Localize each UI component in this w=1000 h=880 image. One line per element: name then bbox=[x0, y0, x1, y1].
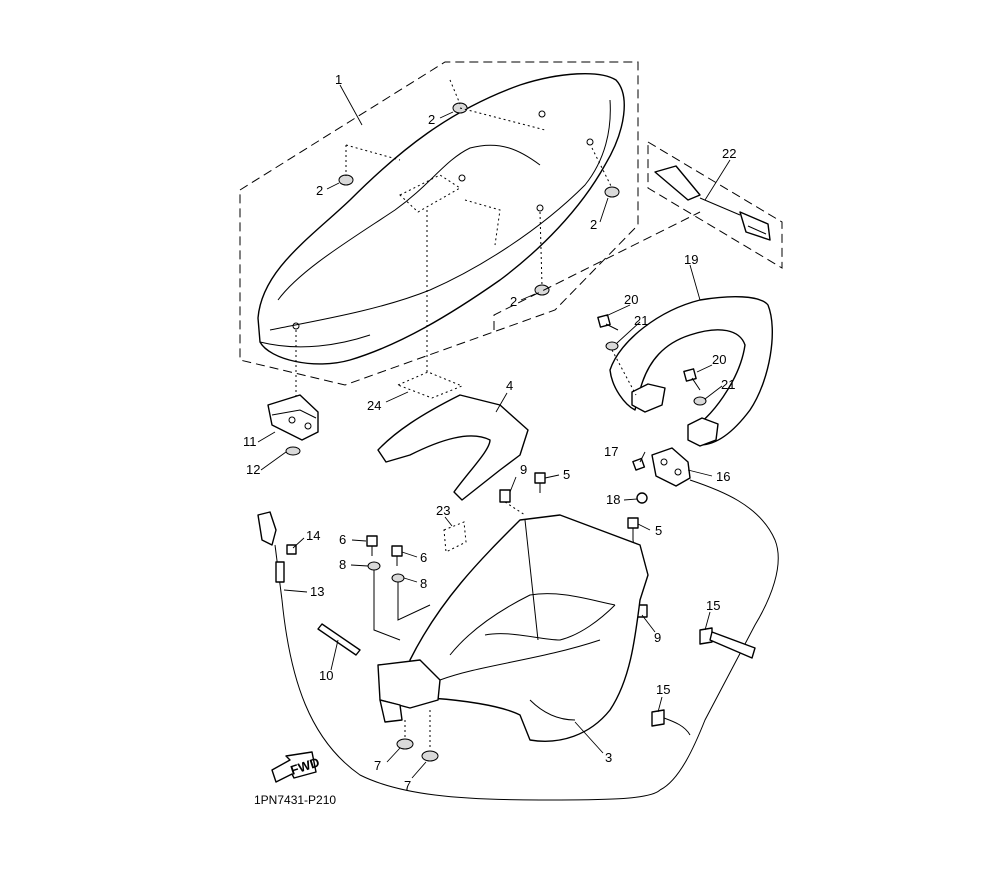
box-hinge-block bbox=[377, 659, 441, 723]
washer-c bbox=[605, 341, 637, 396]
callout-bolt-f: 20 bbox=[624, 292, 638, 307]
callout-damper-a: 2 bbox=[428, 112, 435, 127]
callout-hinge: 11 bbox=[243, 434, 257, 449]
callout-grommet-b: 7 bbox=[404, 778, 411, 793]
callout-tool-kit: 22 bbox=[722, 146, 736, 161]
callout-bolt-d: 6 bbox=[420, 550, 427, 565]
callout-washer-d: 21 bbox=[721, 377, 735, 392]
callout-washer-a: 8 bbox=[339, 557, 346, 572]
callout-screw: 14 bbox=[306, 528, 320, 543]
callout-grommet-a: 7 bbox=[374, 758, 381, 773]
bolt-d bbox=[391, 545, 403, 566]
callout-lock: 16 bbox=[716, 469, 730, 484]
callout-grab-bar: 19 bbox=[684, 252, 698, 267]
hinge bbox=[267, 394, 319, 441]
bolt-a bbox=[534, 472, 546, 493]
nut-a bbox=[499, 489, 526, 516]
bolt-g bbox=[683, 368, 701, 391]
callout-label-b: 24 bbox=[367, 398, 381, 413]
clamp-a bbox=[699, 627, 756, 659]
bolt-f bbox=[597, 314, 619, 331]
cable bbox=[257, 511, 661, 801]
callout-clamp-b: 15 bbox=[656, 682, 670, 697]
callout-nut-a: 9 bbox=[520, 462, 527, 477]
tool-kit-boundary bbox=[647, 141, 783, 269]
callout-washer-c: 21 bbox=[634, 313, 648, 328]
screw bbox=[286, 544, 297, 555]
label-b bbox=[396, 371, 464, 399]
clamp-b bbox=[651, 709, 691, 736]
callout-bolt-c: 6 bbox=[339, 532, 346, 547]
seat bbox=[257, 73, 625, 365]
callout-collar: 12 bbox=[246, 462, 260, 477]
callout-storage-box: 3 bbox=[605, 750, 612, 765]
callout-bolt-e: 17 bbox=[604, 444, 618, 459]
callout-seat: 1 bbox=[335, 72, 342, 87]
callout-bolt-g: 20 bbox=[712, 352, 726, 367]
damper-c-shape bbox=[591, 147, 620, 198]
nut-c bbox=[636, 492, 648, 504]
lock-cable bbox=[659, 479, 779, 791]
callout-clamp-a: 15 bbox=[706, 598, 720, 613]
grommet-b bbox=[421, 710, 439, 762]
leader-lines bbox=[257, 84, 731, 779]
callout-numbers: 1 2 2 2 2 3 4 5 5 6 6 7 7 8 8 9 9 10 11 … bbox=[243, 72, 736, 793]
callout-label-a: 23 bbox=[436, 503, 450, 518]
storage-box bbox=[409, 514, 649, 742]
callout-cable: 13 bbox=[310, 584, 324, 599]
washer-a bbox=[367, 561, 401, 641]
washer-b bbox=[391, 573, 431, 621]
bolt-e bbox=[632, 457, 646, 471]
bolt-c bbox=[366, 535, 378, 556]
callout-bolt-a: 5 bbox=[563, 467, 570, 482]
diagram-code: 1PN7431-P210 bbox=[254, 793, 336, 807]
lock bbox=[651, 447, 691, 487]
damper-b-shape bbox=[338, 144, 401, 186]
washer-d bbox=[693, 396, 707, 406]
forward-arrow-icon: FWD bbox=[271, 751, 321, 783]
callout-damper-c: 2 bbox=[590, 217, 597, 232]
collar bbox=[285, 446, 301, 456]
grommet-a bbox=[396, 720, 414, 750]
tool-kit bbox=[654, 165, 771, 241]
callout-damper-b: 2 bbox=[316, 183, 323, 198]
callout-cover: 4 bbox=[506, 378, 513, 393]
callout-bolt-b: 5 bbox=[655, 523, 662, 538]
callout-washer-b: 8 bbox=[420, 576, 427, 591]
callout-pin: 10 bbox=[319, 668, 333, 683]
seat-assembly-boundary bbox=[239, 61, 639, 386]
grab-bar bbox=[609, 296, 773, 447]
label-a bbox=[443, 521, 467, 553]
callout-damper-d: 2 bbox=[510, 294, 517, 309]
damper-a-shape bbox=[449, 79, 546, 131]
callout-nut-b: 9 bbox=[654, 630, 661, 645]
cover bbox=[377, 394, 529, 501]
pin bbox=[317, 623, 361, 656]
callout-nut-c: 18 bbox=[606, 492, 620, 507]
